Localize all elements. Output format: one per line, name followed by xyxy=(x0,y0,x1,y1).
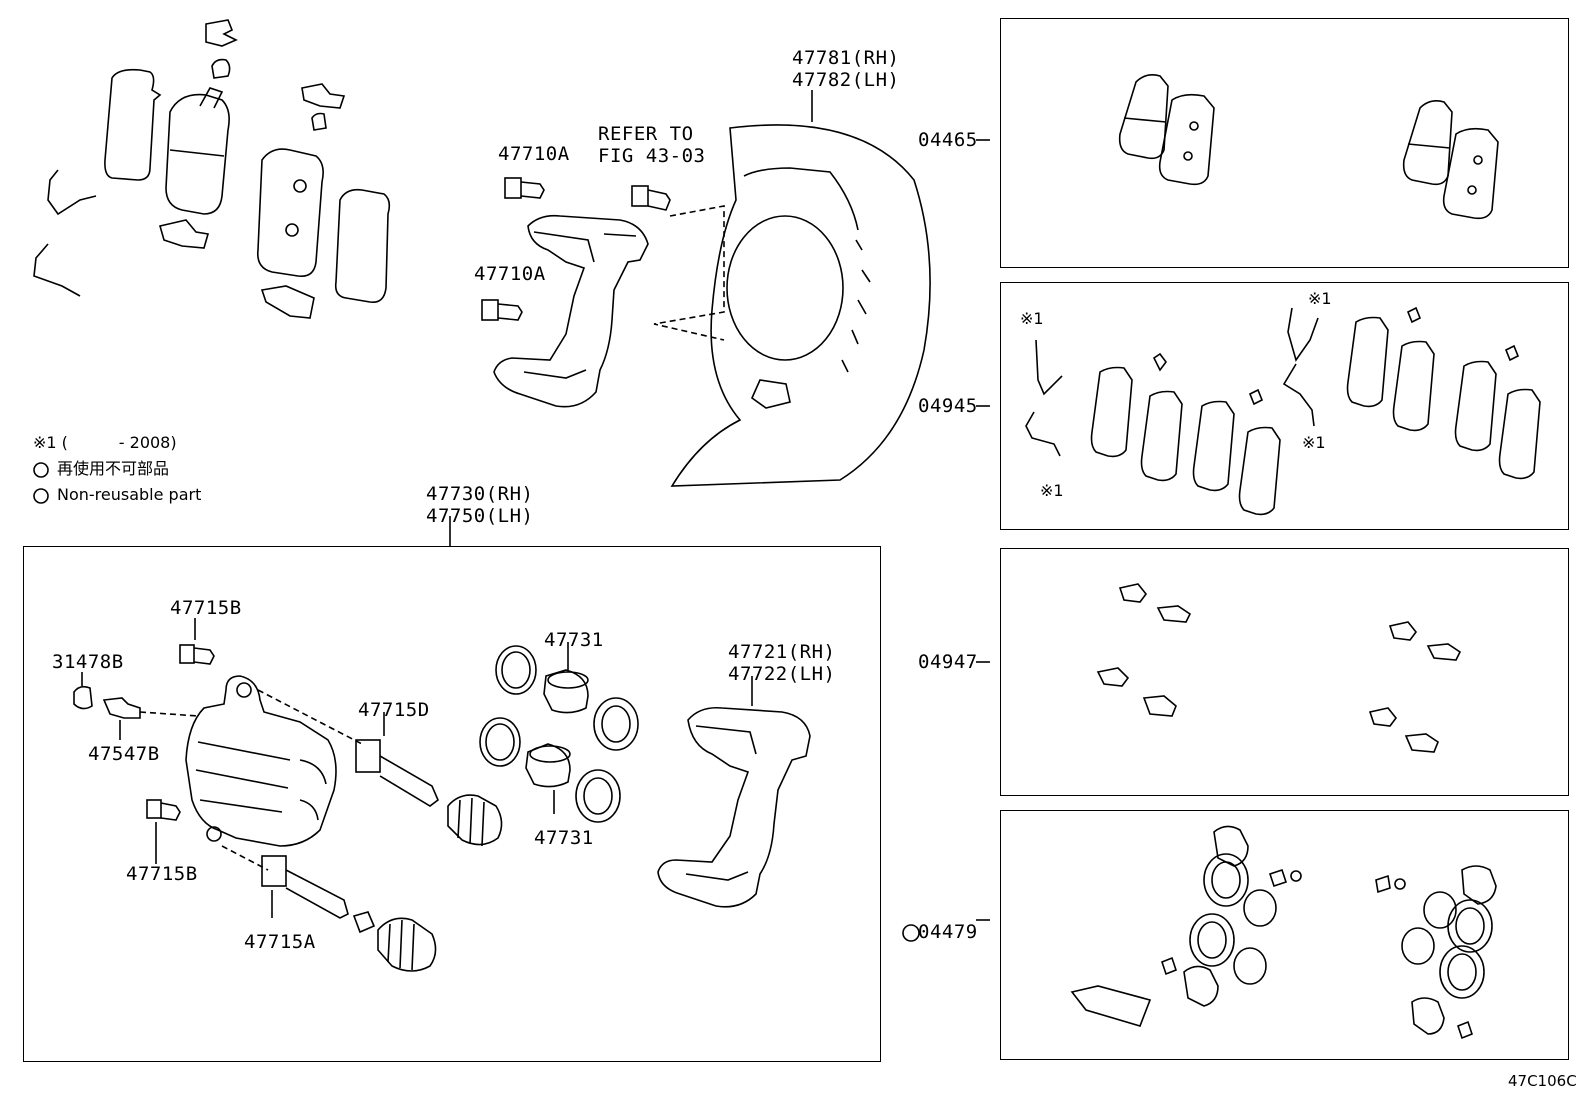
figure-reference-link[interactable]: FIG 43-03 xyxy=(598,145,706,167)
bleeder-plug-part-number[interactable]: 47547B xyxy=(88,743,160,765)
kit-clips-part-number[interactable]: 04947 xyxy=(918,651,978,673)
caliper-assembly-frame xyxy=(23,546,881,1062)
guide-pin-boot-icon xyxy=(447,794,503,847)
guide-pin-d-part-number[interactable]: 47715D xyxy=(358,699,430,721)
guide-pin-icon xyxy=(355,739,439,807)
bleeder-cap-part-number[interactable]: 31478B xyxy=(52,651,124,673)
bolt-icon xyxy=(631,185,671,211)
caliper-lh-part-number[interactable]: 47750(LH) xyxy=(426,505,534,527)
piston-seal-icon xyxy=(479,645,537,767)
guide-pin-icon xyxy=(261,855,349,919)
brake-pad-icon xyxy=(1402,100,1499,220)
kit-springs-frame xyxy=(1000,282,1569,530)
anti-rattle-clip-icon xyxy=(158,19,346,319)
spring-mark-d: ※1 xyxy=(1302,433,1326,452)
mounting-lh-part-number[interactable]: 47722(LH) xyxy=(728,663,836,685)
anti-rattle-clip-icon xyxy=(1096,583,1462,753)
kit-clips-frame xyxy=(1000,548,1569,796)
bleeder-cap-icon xyxy=(73,685,93,710)
piston-icon xyxy=(525,669,589,788)
caliper-body-icon xyxy=(185,675,337,847)
kit-seals-frame xyxy=(1000,810,1569,1060)
piston-bottom-part-number[interactable]: 47731 xyxy=(534,827,594,849)
mounting-bracket-icon xyxy=(493,214,649,408)
non-reusable-en-text: Non-reusable part xyxy=(57,485,202,504)
mounting-rh-part-number[interactable]: 47721(RH) xyxy=(728,641,836,663)
kit-pads-frame xyxy=(1000,18,1569,268)
spring-mark-a: ※1 xyxy=(1020,309,1044,328)
non-reusable-jp-text: 再使用不可部品 xyxy=(57,459,170,478)
bleeder-plug-icon xyxy=(102,697,141,719)
piston-boot-icon xyxy=(575,697,639,823)
guide-pin-a-part-number[interactable]: 47715A xyxy=(244,931,316,953)
pad-anti-squeal-shim-icon xyxy=(104,68,162,181)
pad-wear-indicator-spring-icon xyxy=(33,169,97,297)
bolt-bottom-part-number[interactable]: 47710A xyxy=(474,263,546,285)
dust-shield-icon xyxy=(670,124,931,487)
seal-kit-icon xyxy=(1070,825,1497,1040)
shield-rh-part-number[interactable]: 47781(RH) xyxy=(792,47,900,69)
bolt-icon xyxy=(504,177,545,199)
spring-mark-c: ※1 xyxy=(1308,289,1332,308)
piston-top-part-number[interactable]: 47731 xyxy=(544,629,604,651)
kit-pads-part-number[interactable]: 04465 xyxy=(918,129,978,151)
caliper-rh-part-number[interactable]: 47730(RH) xyxy=(426,483,534,505)
pad-anti-squeal-shim-icon xyxy=(1090,316,1541,516)
bolt-lower-part-number[interactable]: 47715B xyxy=(126,863,198,885)
note-mark-text: ※1 ( - 2008) xyxy=(33,433,177,452)
anti-rattle-clip-icon xyxy=(1152,306,1520,406)
brake-pad-icon xyxy=(165,87,230,215)
brake-pad-icon xyxy=(1118,74,1215,186)
kit-springs-part-number[interactable]: 04945 xyxy=(918,395,978,417)
spring-mark-b: ※1 xyxy=(1040,481,1064,500)
bolt-icon xyxy=(481,299,523,321)
bolt-top-part-number[interactable]: 47710A xyxy=(498,143,570,165)
refer-to-text: REFER TO xyxy=(598,123,694,145)
shield-lh-part-number[interactable]: 47782(LH) xyxy=(792,69,900,91)
kit-seals-part-number[interactable]: 04479 xyxy=(918,921,978,943)
bolt-icon xyxy=(146,799,181,821)
figure-code: 47C106C xyxy=(1508,1072,1577,1090)
brake-pad-icon xyxy=(256,148,324,278)
pad-anti-squeal-shim-icon xyxy=(334,188,391,304)
bolt-upper-part-number[interactable]: 47715B xyxy=(170,597,242,619)
pad-wear-indicator-spring-icon xyxy=(1025,307,1319,457)
guide-pin-boot-icon xyxy=(352,911,437,972)
mounting-bracket-icon xyxy=(657,706,811,908)
bolt-icon xyxy=(179,644,215,665)
